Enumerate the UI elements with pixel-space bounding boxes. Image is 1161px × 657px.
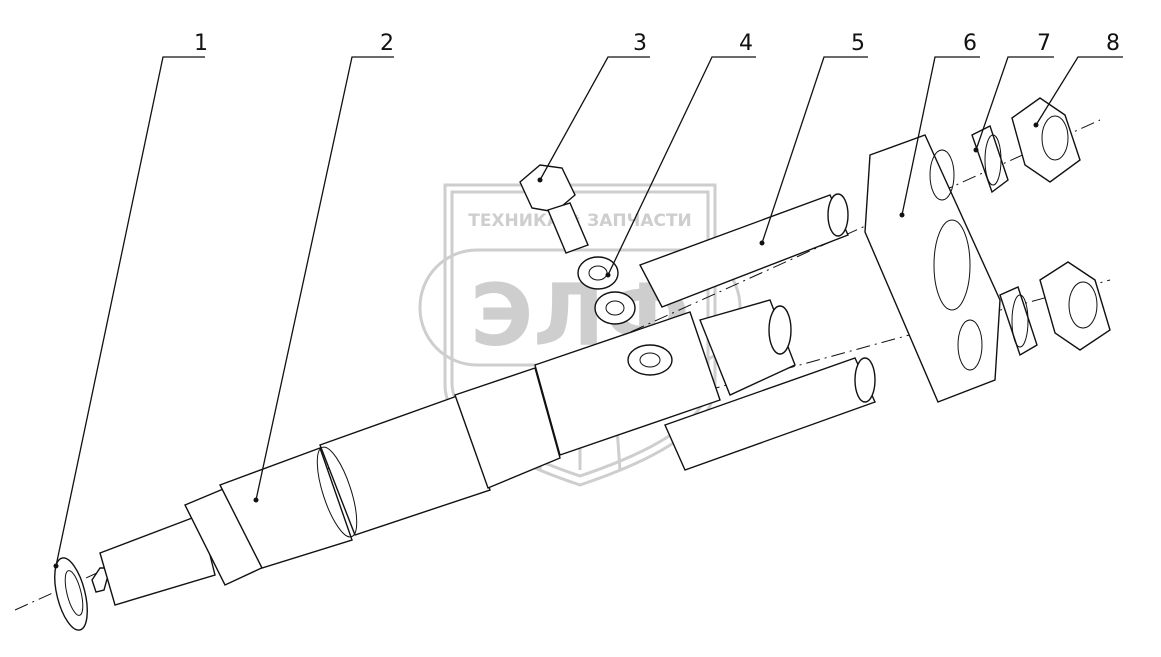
leader-dot-4 (605, 272, 611, 278)
part-7-spring-washers (971, 125, 1038, 357)
part-4-washers (577, 256, 636, 325)
leader-dot-5 (759, 240, 765, 246)
leader-dot-2 (253, 497, 259, 503)
callout-4: 4 (739, 31, 753, 56)
leader-dot-1 (53, 563, 59, 569)
leader-dot-3 (537, 177, 543, 183)
callout-7: 7 (1037, 31, 1051, 56)
callout-6: 6 (963, 31, 977, 56)
part-5-studs (639, 193, 876, 471)
callout-3: 3 (633, 31, 647, 56)
callout-2: 2 (380, 31, 394, 56)
part-8-nuts (1011, 97, 1111, 351)
leader-dot-7 (973, 147, 979, 153)
callout-8: 8 (1106, 31, 1120, 56)
leader-lines (53, 56, 1123, 569)
part-2-injector (91, 299, 796, 606)
leader-dot-8 (1033, 122, 1039, 128)
callout-numbers: 1 2 3 4 5 6 7 8 (194, 31, 1120, 56)
callout-5: 5 (851, 31, 865, 56)
leader-dot-6 (899, 212, 905, 218)
part-1-washer (54, 557, 88, 631)
callout-1: 1 (194, 31, 208, 56)
part-6-flange (864, 134, 1001, 403)
part-3-bolt (519, 164, 589, 254)
